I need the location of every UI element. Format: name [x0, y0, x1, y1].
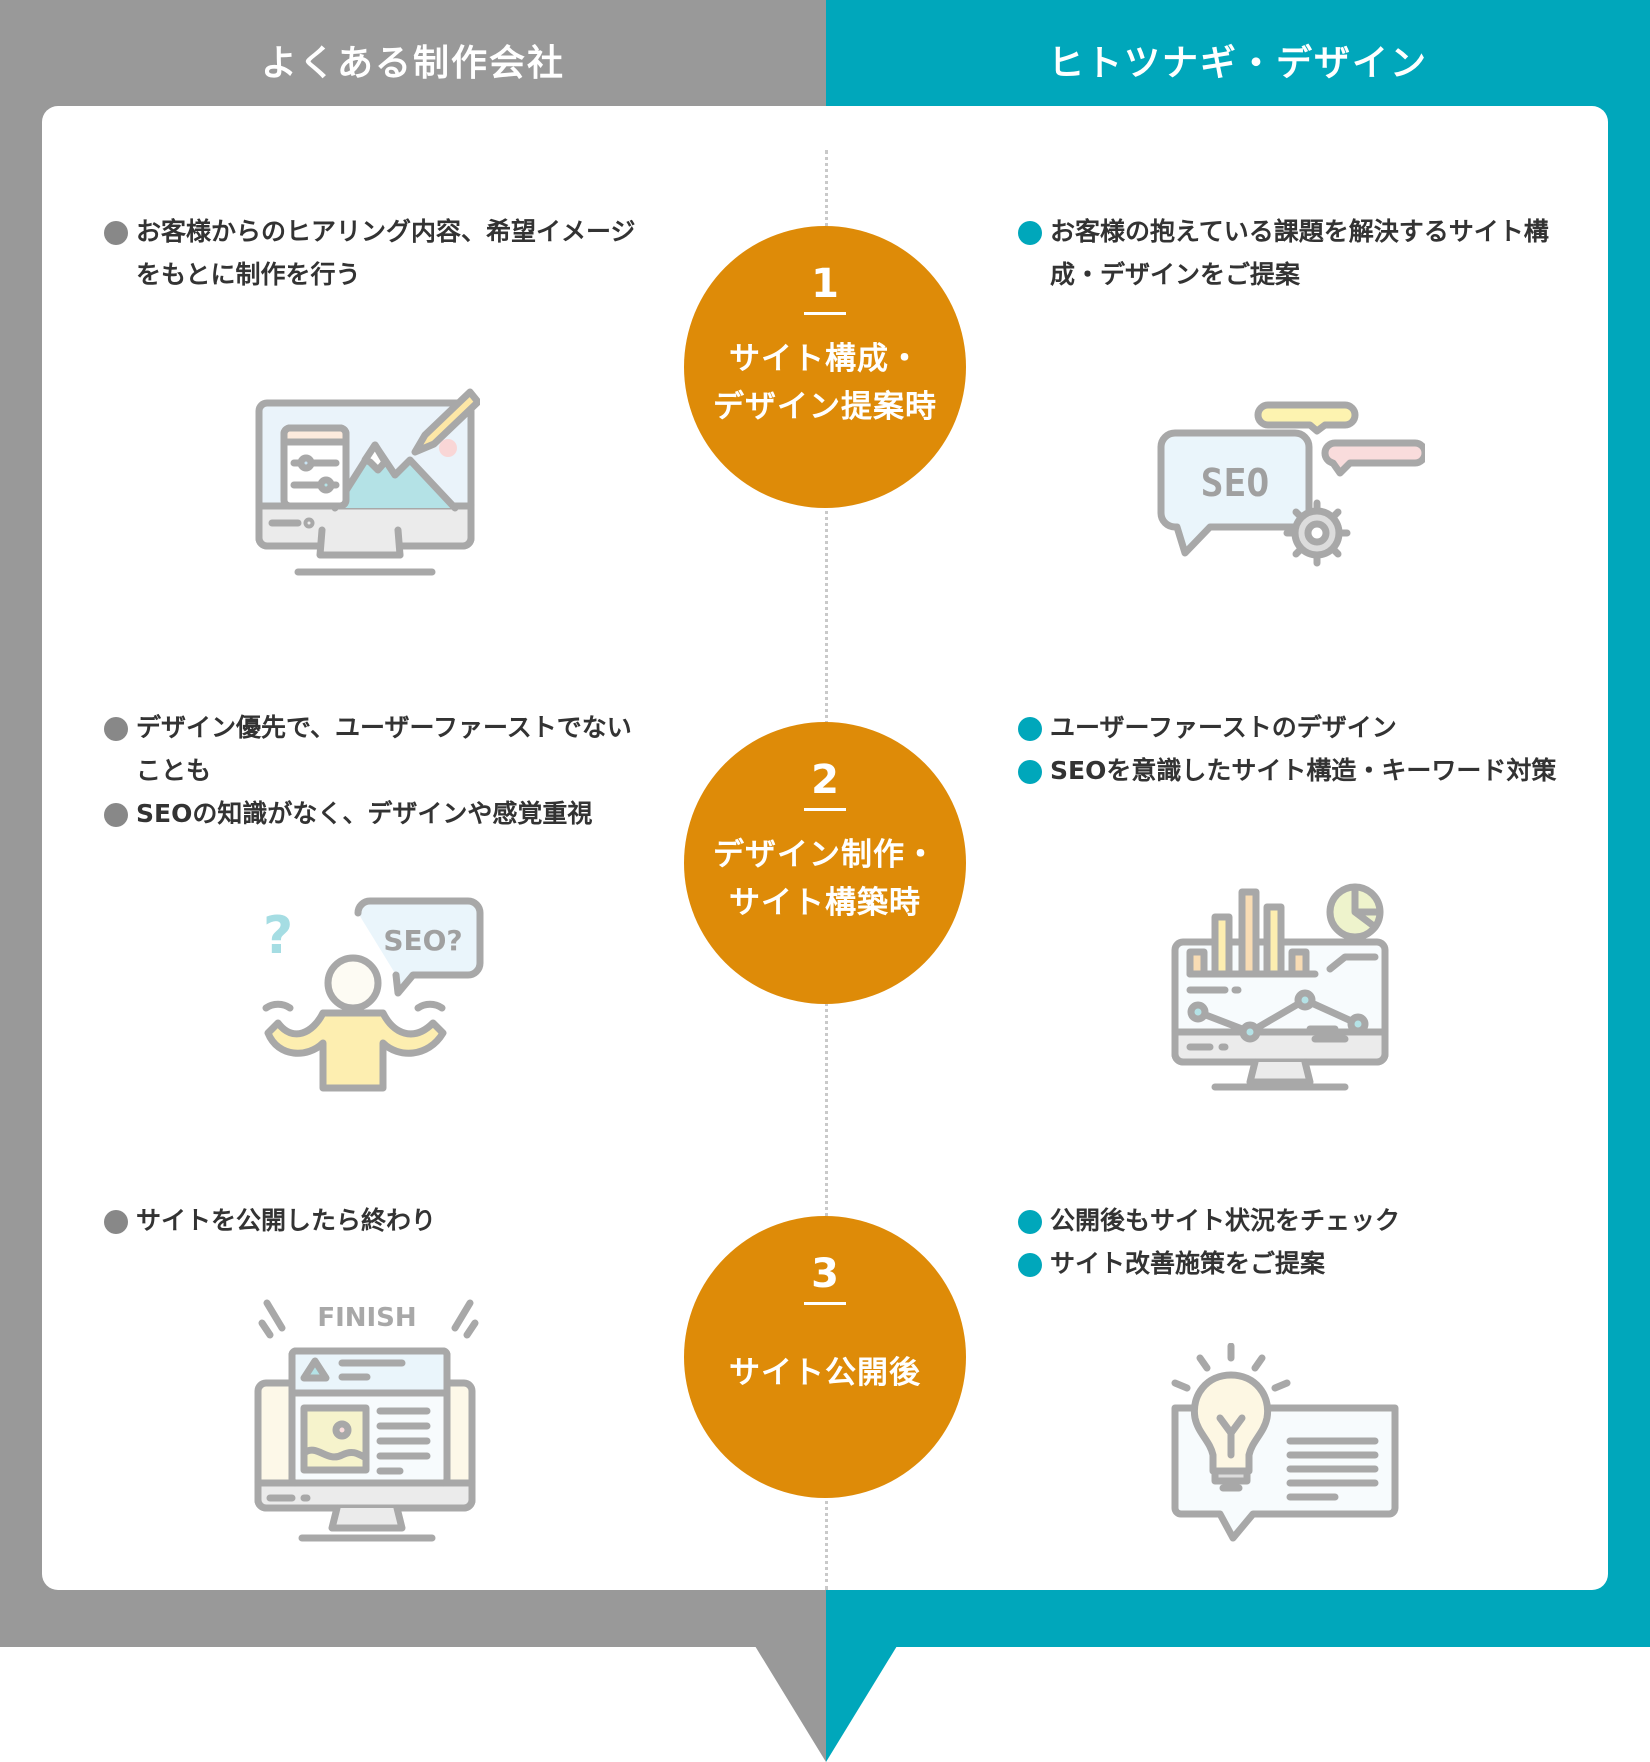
- step-3-right-points: 公開後もサイト状況をチェック サイト改善施策をご提案: [1018, 1199, 1558, 1285]
- monitor-design-icon: [250, 380, 480, 595]
- left-point: デザイン優先で、ユーザーファーストでないことも: [104, 706, 644, 792]
- step-number: 1: [811, 261, 839, 307]
- step-label: サイト構成・デザイン提案時: [713, 341, 937, 425]
- step-underline: [804, 1302, 846, 1305]
- seo-speech-gear-icon: SEO: [1145, 393, 1425, 583]
- step-underline: [804, 312, 846, 315]
- confused-person-seo-icon: ? SEO?: [258, 893, 488, 1093]
- bullet-icon: [1018, 221, 1042, 245]
- svg-text:?: ?: [263, 906, 293, 966]
- left-point: SEOの知識がなく、デザインや感覚重視: [104, 792, 644, 835]
- step-2-circle: 2 デザイン制作・サイト構築時: [684, 722, 966, 1004]
- step-2-right-points: ユーザーファーストのデザイン SEOを意識したサイト構造・キーワード対策: [1018, 706, 1558, 792]
- analytics-monitor-icon: [1170, 872, 1390, 1097]
- bullet-icon: [104, 803, 128, 827]
- left-point: お客様からのヒアリング内容、希望イメージをもとに制作を行う: [104, 210, 644, 296]
- step-2-left-points: デザイン優先で、ユーザーファーストでないことも SEOの知識がなく、デザインや感…: [104, 706, 644, 835]
- left-column-title: よくある制作会社: [260, 43, 565, 84]
- bullet-icon: [104, 221, 128, 245]
- bullet-icon: [104, 717, 128, 741]
- bullet-icon: [1018, 1210, 1042, 1234]
- right-point: お客様の抱えている課題を解決するサイト構成・デザインをご提案: [1018, 210, 1558, 296]
- step-label: デザイン制作・サイト構築時: [713, 837, 937, 921]
- step-underline: [804, 808, 846, 811]
- right-point: ユーザーファーストのデザイン: [1018, 706, 1558, 749]
- step-number: 2: [811, 757, 839, 803]
- lightbulb-idea-icon: [1165, 1343, 1405, 1543]
- bullet-icon: [1018, 1253, 1042, 1277]
- step-1-right-points: お客様の抱えている課題を解決するサイト構成・デザインをご提案: [1018, 210, 1558, 296]
- left-point: サイトを公開したら終わり: [104, 1199, 644, 1242]
- finish-monitor-icon: FINISH: [252, 1293, 482, 1548]
- step-number: 3: [811, 1251, 839, 1297]
- step-1-left-points: お客様からのヒアリング内容、希望イメージをもとに制作を行う: [104, 210, 644, 296]
- step-3-circle: 3 サイト公開後: [684, 1216, 966, 1498]
- step-label: サイト公開後: [729, 1355, 921, 1391]
- right-point: SEOを意識したサイト構造・キーワード対策: [1018, 749, 1558, 792]
- bullet-icon: [104, 1210, 128, 1234]
- svg-text:FINISH: FINISH: [317, 1303, 416, 1333]
- right-point: サイト改善施策をご提案: [1018, 1242, 1558, 1285]
- comparison-arrow-pointer: [755, 1646, 897, 1762]
- step-3-left-points: サイトを公開したら終わり: [104, 1199, 644, 1242]
- bullet-icon: [1018, 717, 1042, 741]
- svg-text:SEO: SEO: [1201, 461, 1270, 505]
- bullet-icon: [1018, 760, 1042, 784]
- svg-text:SEO?: SEO?: [383, 924, 462, 957]
- right-column-title: ヒトツナギ・デザイン: [1047, 43, 1428, 84]
- step-1-circle: 1 サイト構成・デザイン提案時: [684, 226, 966, 508]
- right-point: 公開後もサイト状況をチェック: [1018, 1199, 1558, 1242]
